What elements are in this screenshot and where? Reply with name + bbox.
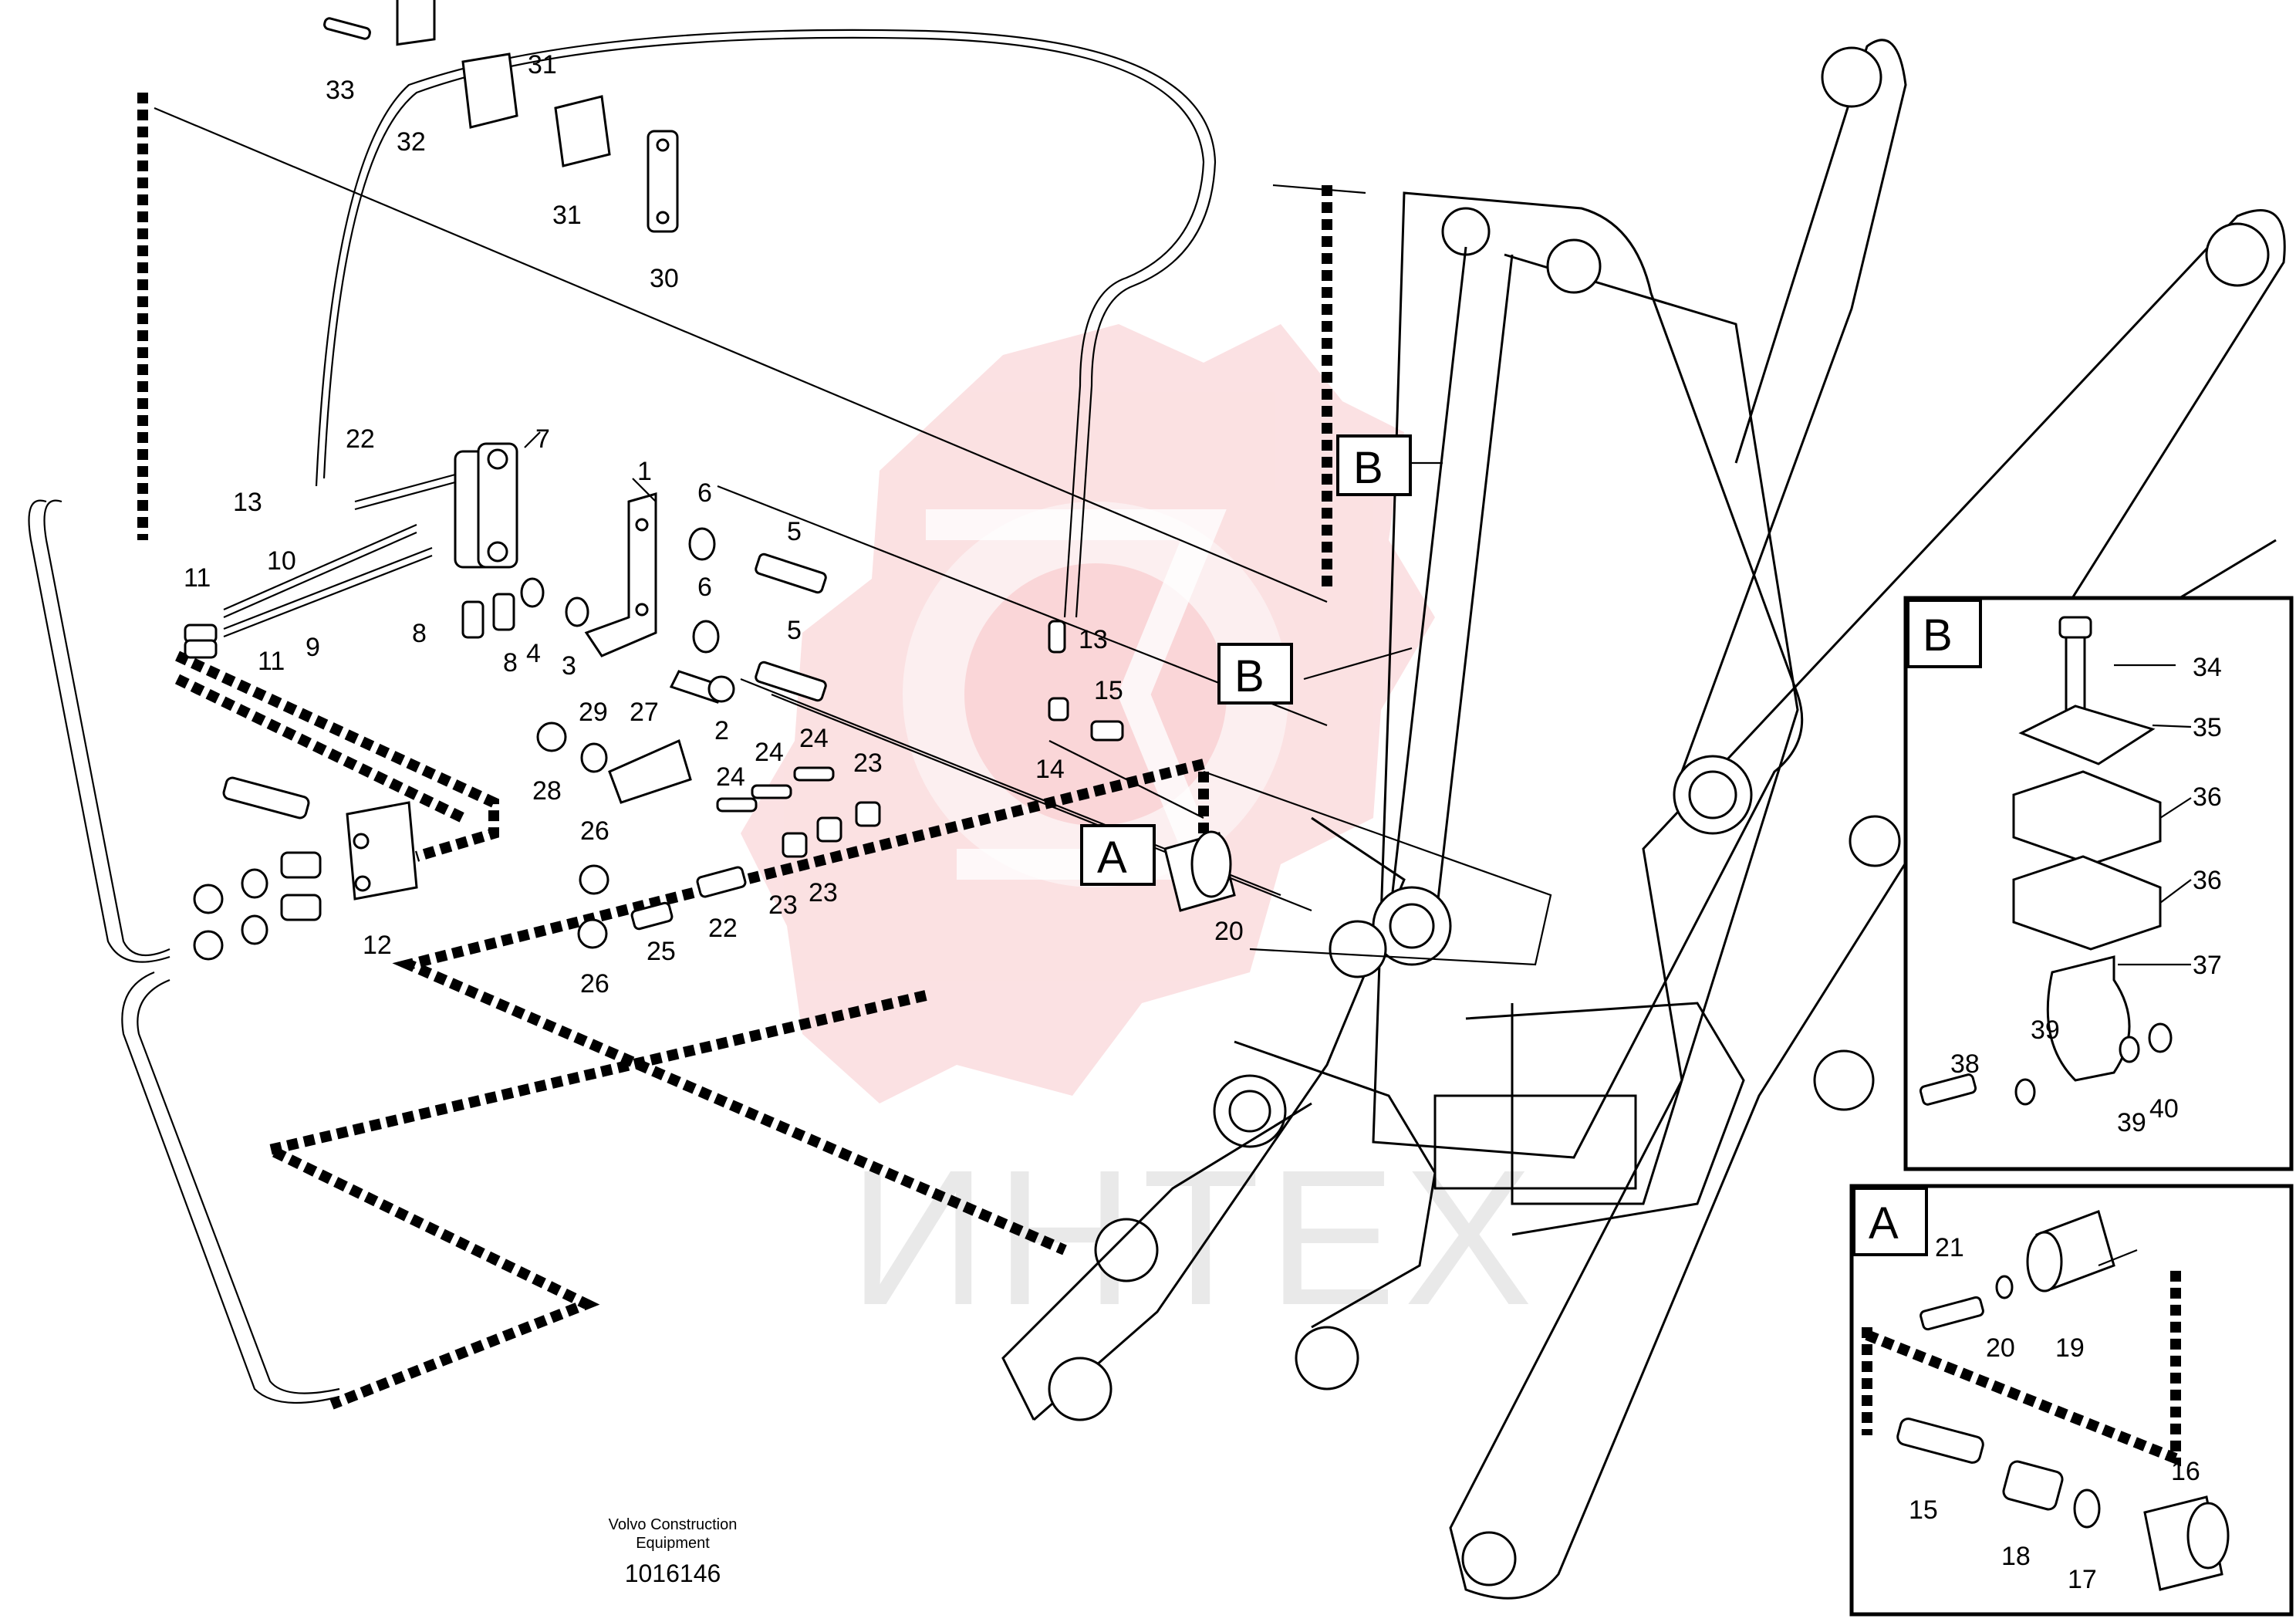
part-label-26: 26 (580, 969, 609, 999)
part-labels: 33 32 31 31 30 22 7 13 1 6 5 11 10 9 11 … (184, 50, 2222, 1594)
company-line-1: Volvo Construction (609, 1516, 738, 1533)
part-label-9: 9 (306, 633, 320, 662)
watermark-logo (741, 324, 1435, 1103)
fittings-left-bottom (193, 851, 322, 961)
part-label-25: 25 (647, 937, 676, 966)
part-label-23: 23 (768, 890, 798, 920)
part-label-28: 28 (532, 776, 562, 806)
fittings-11 (184, 623, 218, 659)
part-label-21: 21 (1935, 1233, 1964, 1262)
part-label-35: 35 (2193, 713, 2222, 742)
company-line-2: Equipment (636, 1535, 710, 1552)
part-label-5: 5 (787, 517, 802, 546)
part-label-40: 40 (2149, 1094, 2179, 1124)
part-label-22: 22 (346, 424, 375, 454)
leader-line (154, 106, 1328, 603)
part-label-16: 16 (2171, 1457, 2200, 1486)
callout-b-detail: B (1923, 610, 1953, 661)
callout-b-lower: B (1234, 651, 1264, 701)
callout-tags: B B A B A (1080, 434, 1953, 1249)
nut-2 (669, 670, 735, 704)
washers-3-4 (520, 577, 589, 627)
detail-box-b (1903, 596, 2294, 1171)
part-label-31: 31 (528, 50, 557, 79)
part-label-36: 36 (2193, 782, 2222, 812)
plates-30-31-32 (323, 0, 679, 233)
part-label-6: 6 (697, 478, 712, 508)
part-label-38: 38 (1950, 1049, 1980, 1079)
part-label-20: 20 (1986, 1333, 2015, 1363)
part-label-34: 34 (2193, 653, 2222, 682)
lift-arm-assembly (1001, 191, 1804, 1421)
callout-a-main: A (1097, 833, 1127, 883)
part-label-13: 13 (233, 488, 262, 517)
part-label-24: 24 (716, 762, 745, 792)
drawing-number: 1016146 (625, 1559, 721, 1587)
part-label-24: 24 (799, 724, 829, 753)
part-label-17: 17 (2068, 1565, 2097, 1594)
callout-a-detail: A (1869, 1198, 1899, 1249)
part-label-33: 33 (326, 76, 355, 105)
part-label-23: 23 (809, 878, 838, 907)
plate-27-28-29 (536, 721, 692, 804)
part-label-6: 6 (697, 573, 712, 602)
part-label-13: 13 (1079, 625, 1108, 654)
part-label-11: 11 (184, 563, 211, 593)
manifold-block-7 (454, 442, 518, 569)
part-label-8: 8 (503, 648, 518, 678)
bushing-20 (1163, 830, 1236, 912)
hydraulic-lines-9-10 (223, 473, 456, 638)
part-label-31: 31 (552, 201, 582, 230)
part-label-5: 5 (787, 616, 802, 645)
part-label-8: 8 (412, 619, 427, 648)
hose-line-22 (322, 36, 1205, 618)
part-label-1: 1 (637, 457, 652, 486)
part-label-10: 10 (267, 546, 296, 576)
part-label-29: 29 (579, 698, 608, 727)
part-label-11: 11 (258, 647, 285, 676)
part-label-22: 22 (708, 914, 738, 943)
part-label-20: 20 (1214, 917, 1244, 946)
callout-b-upper: B (1353, 443, 1383, 493)
footer: Volvo Construction Equipment 1016146 (609, 1516, 738, 1587)
part-label-23: 23 (853, 748, 883, 778)
part-label-27: 27 (630, 698, 659, 727)
part-label-19: 19 (2055, 1333, 2085, 1363)
part-label-15: 15 (1094, 676, 1123, 705)
nipples-8 (461, 593, 515, 639)
bolts-5 (755, 552, 827, 702)
part-label-15: 15 (1909, 1495, 1938, 1525)
part-label-3: 3 (562, 651, 576, 681)
clamp-12 (222, 776, 418, 901)
clips-23-24 (716, 766, 881, 858)
watermark-text: ИНТЕХ (849, 1130, 1540, 1345)
part-label-30: 30 (650, 264, 679, 293)
part-label-24: 24 (755, 738, 784, 767)
part-label-18: 18 (2001, 1542, 2031, 1571)
part-label-7: 7 (535, 424, 550, 454)
part-label-26: 26 (580, 816, 609, 846)
leader-lines (524, 431, 2192, 1267)
part-label-39: 39 (2031, 1015, 2060, 1045)
part-label-2: 2 (714, 716, 729, 745)
part-label-14: 14 (1035, 755, 1065, 784)
part-label-36: 36 (2193, 866, 2222, 895)
part-label-12: 12 (363, 931, 392, 960)
fittings-14-15-22-25-26 (577, 620, 1124, 949)
detail-box-a (1849, 1184, 2294, 1617)
part-label-32: 32 (397, 127, 426, 157)
washers-6 (688, 527, 720, 654)
part-label-39: 39 (2117, 1108, 2146, 1137)
part-label-4: 4 (526, 639, 541, 668)
bracket-1 (584, 492, 657, 657)
part-label-37: 37 (2193, 951, 2222, 980)
